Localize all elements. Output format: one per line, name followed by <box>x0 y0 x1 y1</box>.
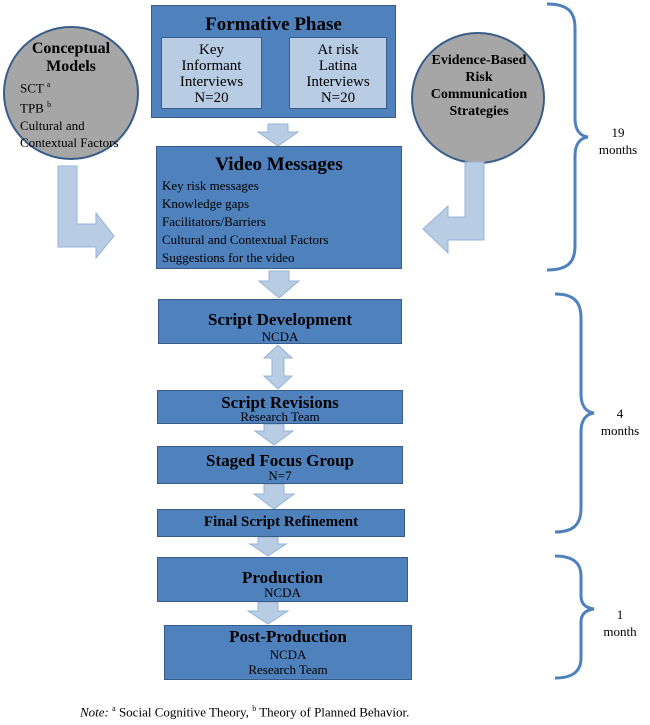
script-development-sub: NCDA <box>261 329 299 344</box>
staged-focus-group-sub: N=7 <box>268 468 292 483</box>
formative-phase-title: Formative Phase <box>205 14 342 35</box>
conceptual-item-contextual: Contextual Factors <box>20 134 119 150</box>
post-production-sub: NCDA <box>269 647 307 662</box>
brace-1-month <box>554 554 595 680</box>
evidence-title-line: Risk <box>465 70 493 85</box>
brace-4-months <box>554 292 595 534</box>
footnote: Note: a Social Cognitive Theory, b Theor… <box>80 704 409 720</box>
arrow-video-to-script-development <box>257 270 301 299</box>
video-item: Knowledge gaps <box>162 196 250 211</box>
latina-line: Interviews <box>306 74 370 90</box>
video-item: Key risk messages <box>162 178 259 193</box>
duration-number: 19 <box>611 125 625 140</box>
key-informant-box: Key Informant Interviews N=20 <box>161 37 262 109</box>
duration-unit: months <box>600 423 640 438</box>
staged-focus-group-box: Staged Focus Group N=7 <box>157 446 403 484</box>
note-a-text: Social Cognitive Theory, <box>115 704 253 720</box>
arrow-evidence-to-video <box>422 161 485 255</box>
key-informant-line: N=20 <box>194 90 229 106</box>
script-revisions-sub: Research Team <box>240 409 320 424</box>
script-revisions-box: Script Revisions Research Team <box>157 390 403 424</box>
video-messages-list: Key risk messages Knowledge gaps Facilit… <box>162 177 328 267</box>
evidence-title-line: Communication <box>430 87 528 102</box>
duration-number: 1 <box>616 607 624 622</box>
arrow-formative-to-video <box>256 123 300 147</box>
conceptual-title-line: Conceptual <box>31 40 111 57</box>
post-production-title: Post-Production <box>229 627 347 646</box>
evidence-based-title: Evidence-Based Risk Communication Strate… <box>414 52 544 120</box>
note-a-sup: a <box>112 704 116 713</box>
latina-line: At risk <box>317 42 359 58</box>
evidence-title-line: Evidence-Based <box>431 53 527 68</box>
arrow-final-to-production <box>248 536 288 557</box>
final-script-refinement-box: Final Script Refinement <box>157 509 405 537</box>
conceptual-models-list: SCT a TPB b Cultural and Contextual Fact… <box>20 76 140 151</box>
arrow-revisions-to-focus-group <box>253 423 295 446</box>
arrow-production-to-post-production <box>246 601 290 625</box>
video-item: Cultural and Contextual Factors <box>162 232 329 247</box>
script-development-title: Script Development <box>207 310 352 329</box>
latina-line: Latina <box>318 58 358 74</box>
post-production-box: Post-Production NCDA Research Team <box>164 625 412 680</box>
final-script-refinement-title: Final Script Refinement <box>203 514 359 530</box>
duration-1-month: 1 month <box>592 606 648 640</box>
note-b-text: Theory of Planned Behavior. <box>256 704 410 720</box>
evidence-title-line: Strategies <box>449 104 509 119</box>
conceptual-item-sct: SCT a <box>20 80 51 96</box>
video-messages-box: Video Messages Key risk messages Knowled… <box>156 146 402 269</box>
conceptual-title-line: Models <box>46 58 96 75</box>
duration-unit: months <box>598 142 638 157</box>
duration-4-months: 4 months <box>592 405 648 439</box>
staged-focus-group-title: Staged Focus Group <box>206 451 354 470</box>
brace-19-months <box>546 2 589 272</box>
arrow-development-revisions <box>262 344 294 390</box>
video-item: Suggestions for the video <box>162 250 295 265</box>
production-box: Production NCDA <box>157 557 408 602</box>
post-production-sub: Research Team <box>248 662 328 677</box>
production-sub: NCDA <box>264 585 301 600</box>
duration-19-months: 19 months <box>588 124 648 158</box>
arrow-focus-group-to-final <box>252 483 296 510</box>
latina-interviews-box: At risk Latina Interviews N=20 <box>289 37 387 109</box>
latina-line: N=20 <box>320 90 356 106</box>
conceptual-models-title: Conceptual Models <box>14 40 128 76</box>
script-development-box: Script Development NCDA <box>158 299 402 344</box>
key-informant-line: Interviews <box>179 74 244 90</box>
formative-phase-box: Formative Phase Key Informant Interviews… <box>151 5 396 118</box>
production-title: Production <box>242 568 323 587</box>
video-messages-title: Video Messages <box>215 154 343 175</box>
duration-number: 4 <box>616 406 624 421</box>
key-informant-line: Informant <box>181 58 242 74</box>
key-informant-line: Key <box>199 42 224 58</box>
duration-unit: month <box>603 624 637 639</box>
conceptual-item-tpb: TPB b <box>20 100 52 116</box>
conceptual-item-cultural: Cultural and <box>20 117 85 133</box>
arrow-conceptual-to-video <box>57 165 115 260</box>
script-revisions-title: Script Revisions <box>221 393 339 412</box>
note-b-sup: b <box>252 704 257 713</box>
conceptual-models-circle <box>3 26 139 160</box>
note-label: Note: <box>80 704 109 720</box>
video-item: Facilitators/Barriers <box>162 214 266 229</box>
